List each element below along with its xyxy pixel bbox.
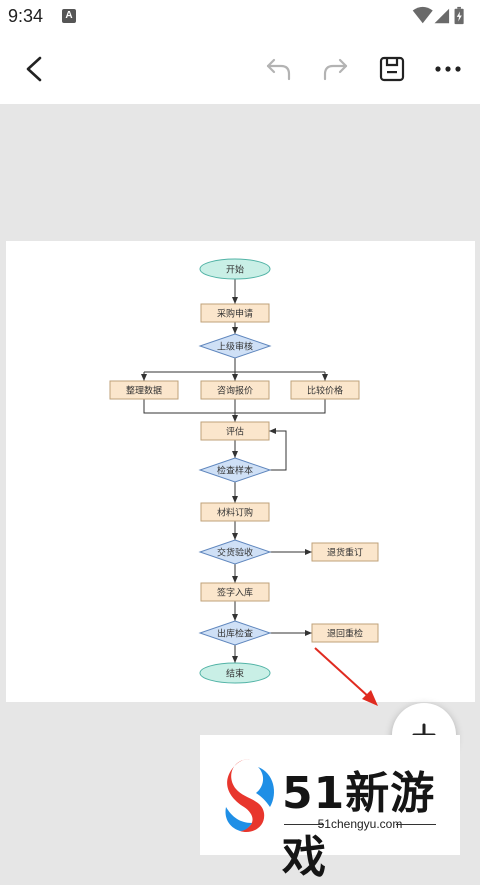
document-page[interactable]: 开始采购申请上级审核整理数据 咨询报价 比较价格评估检查样本材料订购交货验收 退货重订…	[6, 241, 475, 702]
flowchart-connectors	[141, 279, 328, 663]
flow-node-label: 采购申请	[217, 308, 253, 320]
watermark-logo	[225, 759, 274, 833]
flow-node-supervisor-review: 上级审核	[198, 333, 272, 359]
flow-node-material-order: 材料订购	[200, 502, 270, 522]
editor-toolbar	[0, 34, 480, 104]
flow-node-return-recheck: 退回重检	[311, 623, 379, 643]
flow-node-label: 比较价格	[307, 385, 343, 397]
flow-node-label: 材料订购	[217, 507, 253, 519]
flow-node-label: 整理数据	[126, 385, 162, 397]
status-icons	[412, 6, 464, 25]
wifi-icon	[412, 6, 433, 24]
flow-node-start: 开始	[199, 258, 271, 280]
flow-node-label: 出库检查	[217, 628, 253, 640]
flow-node-label: 上级审核	[217, 341, 253, 353]
flow-node-label: 退货重订	[327, 547, 363, 559]
flow-node-end: 结束	[199, 662, 271, 684]
flow-node-delivery-acceptance: 交货验收	[198, 539, 272, 565]
flow-node-label: 退回重检	[327, 628, 363, 640]
flow-node-purchase-request: 采购申请	[200, 303, 270, 323]
status-bar: 9:34 A	[0, 0, 480, 34]
watermark-subtitle: 51chengyu.com	[317, 817, 403, 831]
watermark: 51新游戏 51chengyu.com	[200, 735, 460, 883]
divider	[284, 824, 324, 825]
flow-node-label: 结束	[226, 668, 244, 680]
save-icon[interactable]	[378, 55, 406, 83]
flow-node-compare-price: 比较价格	[290, 380, 360, 400]
back-icon[interactable]	[20, 55, 48, 83]
flow-node-label: 检查样本	[217, 465, 253, 477]
more-icon[interactable]	[434, 55, 462, 83]
flow-node-sign-warehouse: 签字入库	[200, 582, 270, 602]
divider	[396, 824, 436, 825]
flow-node-outbound-check: 出库检查	[198, 620, 272, 646]
flow-node-inquiry-quote: 咨询报价	[200, 380, 270, 400]
flow-node-return-reorder: 退货重订	[311, 542, 379, 562]
notification-badge: A	[62, 9, 76, 23]
redo-icon[interactable]	[321, 55, 349, 83]
flow-connector	[269, 428, 287, 471]
status-time: 9:34	[8, 6, 44, 26]
flow-node-inspect-sample: 检查样本	[198, 457, 272, 483]
flow-node-label: 交货验收	[217, 547, 253, 559]
flow-node-label: 开始	[226, 264, 244, 276]
signal-icon	[434, 8, 450, 24]
battery-icon	[454, 6, 464, 25]
flow-node-evaluate: 评估	[200, 421, 270, 441]
flow-node-label: 咨询报价	[217, 385, 253, 397]
flow-node-label: 签字入库	[217, 587, 253, 599]
undo-icon[interactable]	[265, 55, 293, 83]
flow-node-label: 评估	[226, 426, 244, 438]
flow-node-organize-data: 整理数据	[109, 380, 179, 400]
annotation-arrow	[314, 647, 378, 706]
